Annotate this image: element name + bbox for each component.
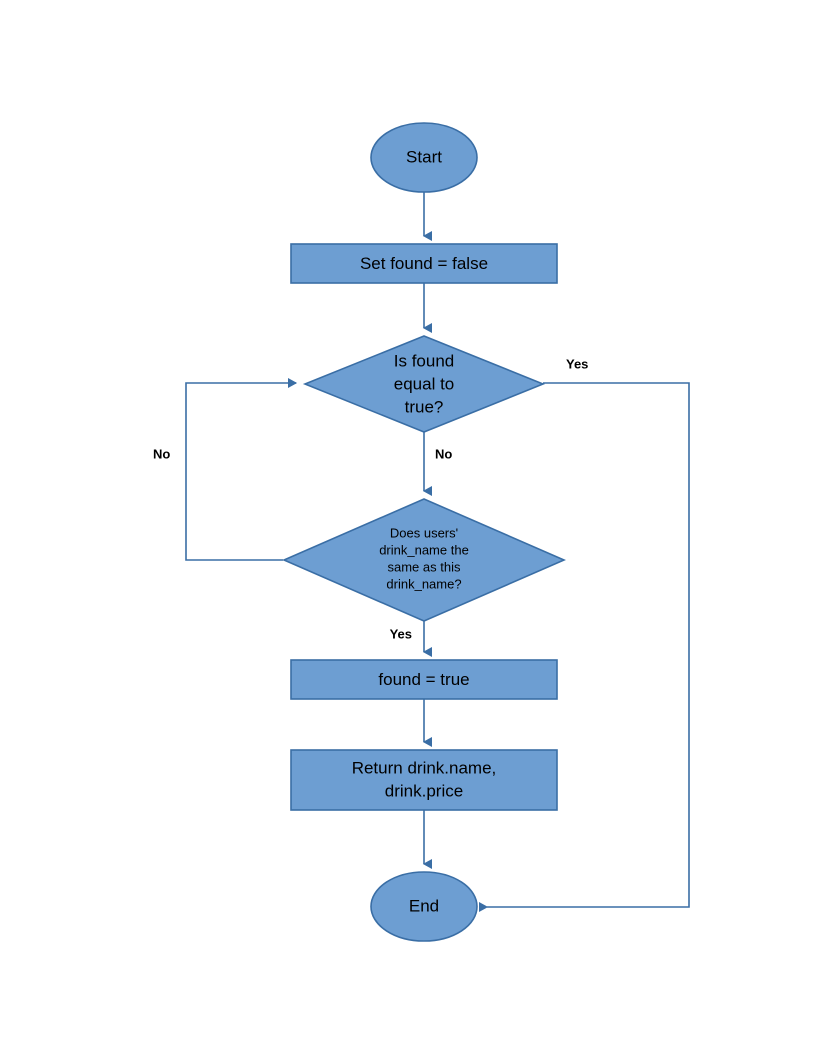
- set-found-label: Set found = false: [360, 254, 488, 273]
- return-label-line-2: drink.price: [385, 781, 463, 800]
- node-start[interactable]: Start: [370, 122, 478, 193]
- is-found-diamond-shape: [302, 335, 546, 433]
- edge-label-no-left: No: [153, 446, 170, 461]
- found-true-label: found = true: [378, 670, 469, 689]
- is-found-label-line-1: Is found: [394, 351, 455, 370]
- compare-diamond-shape: [281, 498, 567, 622]
- edge-is-found-yes-to-end: [479, 382, 690, 913]
- end-ellipse-shape: [370, 871, 478, 942]
- return-label-line-1: Return drink.name,: [352, 758, 497, 777]
- node-compare-decision[interactable]: Does users' drink_name the same as this …: [281, 498, 567, 622]
- found-true-rect-shape: [290, 659, 558, 700]
- start-ellipse-shape: [370, 122, 478, 193]
- end-label: End: [409, 896, 439, 915]
- is-found-label-line-2: equal to: [394, 374, 455, 393]
- node-set-found[interactable]: Set found = false: [290, 243, 558, 284]
- node-is-found-decision[interactable]: Is found equal to true?: [302, 335, 546, 433]
- compare-label-line-4: drink_name?: [386, 576, 461, 591]
- node-found-true[interactable]: found = true: [290, 659, 558, 700]
- start-label: Start: [406, 147, 442, 166]
- return-rect-shape: [290, 749, 558, 811]
- edge-compare-no-to-is-found: [185, 377, 298, 561]
- is-found-label-line-3: true?: [405, 397, 444, 416]
- edge-label-yes-down: Yes: [390, 626, 412, 641]
- edge-label-yes-right: Yes: [566, 356, 588, 371]
- compare-label-line-1: Does users': [390, 525, 458, 540]
- node-return[interactable]: Return drink.name, drink.price: [290, 749, 558, 811]
- edge-label-no-down: No: [435, 446, 452, 461]
- compare-label-line-3: same as this: [388, 559, 461, 574]
- set-found-rect-shape: [290, 243, 558, 284]
- compare-label-line-2: drink_name the: [379, 542, 469, 557]
- node-end[interactable]: End: [370, 871, 478, 942]
